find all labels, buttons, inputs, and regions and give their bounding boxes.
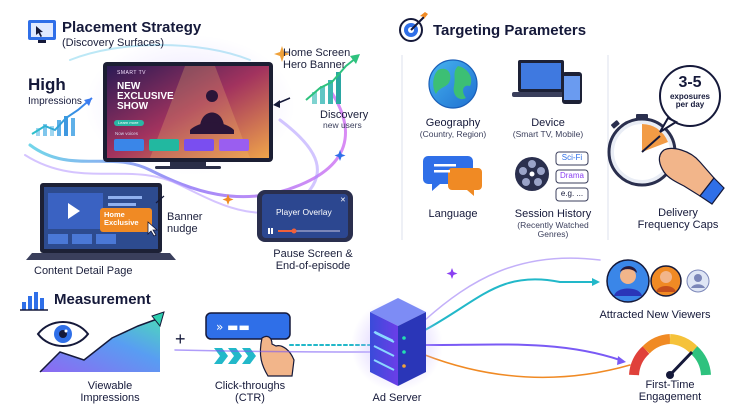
target-icon xyxy=(399,12,428,42)
engagement-gauge-icon xyxy=(629,334,711,379)
svg-text:✕: ✕ xyxy=(340,197,346,204)
hero-banner-label: Home Screen Hero Banner xyxy=(283,47,351,72)
laptop-badge-text: Home Exclusive xyxy=(104,210,139,227)
chat-bubble-icon xyxy=(423,156,482,196)
impressions-mini-chart xyxy=(31,97,93,136)
high-label: High xyxy=(28,75,66,94)
smart-tv xyxy=(103,62,273,169)
click-button-icon: » ▬▬ xyxy=(205,312,295,377)
globe-icon xyxy=(428,59,478,109)
ad-server-label: Ad Server xyxy=(372,392,422,404)
cap-unit: exposures per day xyxy=(669,92,711,110)
eye-icon xyxy=(36,321,90,347)
hand-icon xyxy=(658,147,725,205)
genre-tag: e.g. ... xyxy=(560,189,584,198)
bar-chart-icon xyxy=(20,292,48,311)
tv-cta-label: Learn more xyxy=(118,120,139,125)
arrow-head xyxy=(617,356,626,365)
avatar-group xyxy=(606,259,710,303)
arrow-head xyxy=(592,278,600,286)
connector-line xyxy=(155,195,165,204)
arrow-head xyxy=(273,100,280,108)
device-label: Device xyxy=(531,117,565,129)
growth-chart xyxy=(39,311,165,373)
laptop xyxy=(26,183,176,260)
placement-subtitle: (Discovery Surfaces) xyxy=(62,37,165,49)
measurement-title: Measurement xyxy=(54,291,151,308)
tv-cta-button xyxy=(114,120,144,126)
device-sub: (Smart TV, Mobile) xyxy=(512,129,584,139)
geography-label: Geography xyxy=(425,117,481,129)
pause-screen-label: Pause Screen & End-of-episode xyxy=(273,248,353,273)
cap-value: 3-5 xyxy=(678,74,702,91)
device-icon xyxy=(512,60,582,104)
banner-nudge-label: Banner nudge xyxy=(167,211,203,236)
genre-tag: Sci-Fi xyxy=(561,153,583,162)
tv-row-label: Now voices xyxy=(115,131,139,136)
connection-lines xyxy=(174,257,631,379)
phone-player: ✕ xyxy=(257,190,353,242)
player-overlay-label: Player Overlay xyxy=(276,207,332,217)
impressions-label: Impressions xyxy=(28,96,82,107)
film-reel-icon xyxy=(515,151,589,202)
stopwatch-icon xyxy=(607,114,677,187)
discovery-growth-chart xyxy=(305,54,360,104)
speech-bubble-cap xyxy=(659,65,721,133)
sparkle-icon xyxy=(222,46,458,279)
placement-title: Placement Strategy xyxy=(62,19,202,36)
session-history-sub: (Recently Watched Genres) xyxy=(517,220,589,240)
tv-headline: NEW EXCLUSIVE SHOW xyxy=(117,81,174,112)
laptop-banner-badge xyxy=(100,208,152,232)
discovery-label: Discovery xyxy=(320,109,369,121)
targeting-title: Targeting Parameters xyxy=(433,22,587,39)
tv-brand: SMART TV xyxy=(117,70,147,76)
svg-text:» ▬▬: » ▬▬ xyxy=(216,320,250,334)
ad-server-icon xyxy=(370,298,426,386)
new-users-label: new users xyxy=(323,120,362,130)
first-time-engagement-label: First-Time Engagement xyxy=(638,379,702,404)
click-throughs-label: Click-throughs (CTR) xyxy=(214,380,286,405)
language-label: Language xyxy=(428,208,478,220)
geography-sub: (Country, Region) xyxy=(419,129,487,139)
attracted-viewers-label: Attracted New Viewers xyxy=(599,309,711,321)
session-history-label: Session History xyxy=(514,208,592,220)
frequency-caps-label: Delivery Frequency Caps xyxy=(637,207,719,232)
genre-tag: Drama xyxy=(559,171,584,180)
viewable-impressions-label: Viewable Impressions xyxy=(80,380,140,405)
plus-sign: + xyxy=(175,329,186,349)
monitor-cursor-icon xyxy=(28,20,56,43)
content-detail-label: Content Detail Page xyxy=(34,265,133,277)
